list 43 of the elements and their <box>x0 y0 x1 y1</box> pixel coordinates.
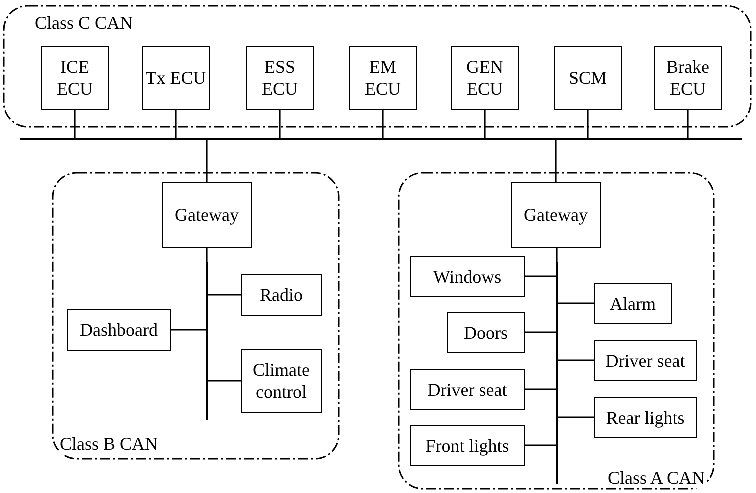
ecu-box: Front lights <box>410 425 525 466</box>
connection-line <box>525 276 556 278</box>
connection-line <box>555 140 557 182</box>
ecu-box: Driver seat <box>594 340 697 381</box>
connection-line <box>556 248 558 262</box>
ecu-box: Gateway <box>511 182 601 248</box>
ecu-box: ICE ECU <box>41 46 109 110</box>
connection-line <box>484 110 486 138</box>
ecu-box: Alarm <box>594 283 672 324</box>
connection-line <box>558 416 594 418</box>
connection-line <box>558 302 594 304</box>
connection-line <box>687 110 689 138</box>
connection-line <box>74 110 76 138</box>
connection-line <box>208 294 241 296</box>
ecu-box: Rear lights <box>594 397 697 438</box>
connection-line <box>525 332 556 334</box>
ecu-box: Windows <box>410 256 525 297</box>
ecu-box: Doors <box>447 312 525 353</box>
ecu-box: SCM <box>554 46 622 110</box>
connection-line <box>558 360 594 362</box>
ecu-box: Climate control <box>241 349 322 413</box>
connection-line <box>525 388 556 390</box>
ecu-box: Tx ECU <box>142 46 210 110</box>
ecu-box: GEN ECU <box>451 46 519 110</box>
connection-line <box>382 110 384 138</box>
connection-line <box>525 444 556 446</box>
connection-line <box>206 140 208 182</box>
ecu-box: EM ECU <box>349 46 417 110</box>
ecu-box: Driver seat <box>410 369 525 410</box>
ecu-box: Gateway <box>162 182 252 248</box>
ecu-box: Dashboard <box>67 309 171 351</box>
bus-line <box>20 138 742 140</box>
ecu-box: Brake ECU <box>654 46 722 110</box>
connection-line <box>171 329 206 331</box>
bus-line <box>556 262 558 484</box>
ecu-box: Radio <box>241 274 322 316</box>
bus-line <box>206 262 208 420</box>
ecu-box: ESS ECU <box>246 46 314 110</box>
connection-line <box>175 110 177 138</box>
connection-line <box>208 380 241 382</box>
connection-line <box>279 110 281 138</box>
connection-line <box>587 110 589 138</box>
connection-line <box>206 248 208 262</box>
